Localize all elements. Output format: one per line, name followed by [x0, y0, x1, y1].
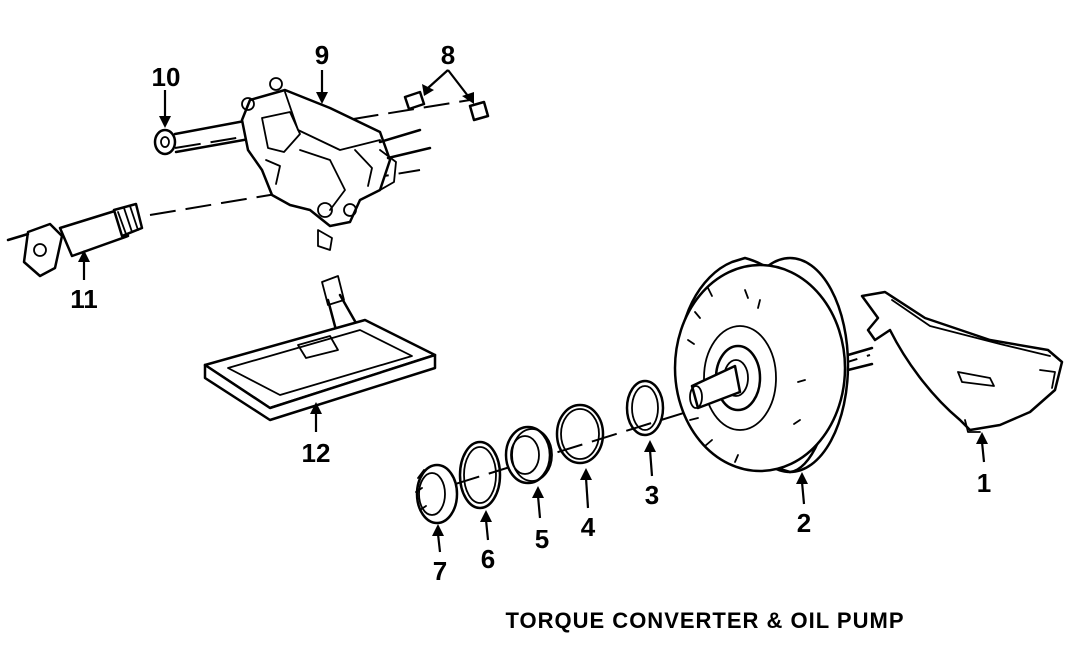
- callout-10: 10: [152, 62, 181, 92]
- thrust-washer-6: [458, 440, 502, 510]
- callout-3: 3: [645, 480, 659, 510]
- callout-4: 4: [581, 512, 596, 542]
- callout-7: 7: [433, 556, 447, 586]
- leader-lines: [78, 69, 988, 553]
- converter-ticks: [687, 287, 806, 463]
- converter-housing-1: [860, 290, 1064, 433]
- front-seal-7: [415, 463, 459, 525]
- snap-ring-4: [555, 403, 605, 465]
- callout-11: 11: [70, 284, 98, 314]
- callout-1: 1: [977, 468, 991, 498]
- torque-converter-2: [673, 256, 874, 474]
- callout-9: 9: [315, 40, 329, 70]
- seal-ring-3: [625, 379, 665, 437]
- oil-pan-12: [203, 275, 437, 422]
- callout-labels: 1 2 3 4 5 6 7 8 9 10 11 12: [70, 40, 991, 586]
- washer-10: [153, 118, 257, 156]
- fittings-8: [403, 90, 490, 122]
- diagram-title: TORQUE CONVERTER & OIL PUMP: [505, 608, 904, 633]
- filter-tube-11: [6, 202, 144, 278]
- callout-5: 5: [535, 524, 549, 554]
- valve-body-9: [240, 77, 432, 251]
- bearing-5: [504, 425, 553, 485]
- callout-8: 8: [441, 40, 455, 70]
- callout-6: 6: [481, 544, 495, 574]
- callout-12: 12: [302, 438, 331, 468]
- callout-2: 2: [797, 508, 811, 538]
